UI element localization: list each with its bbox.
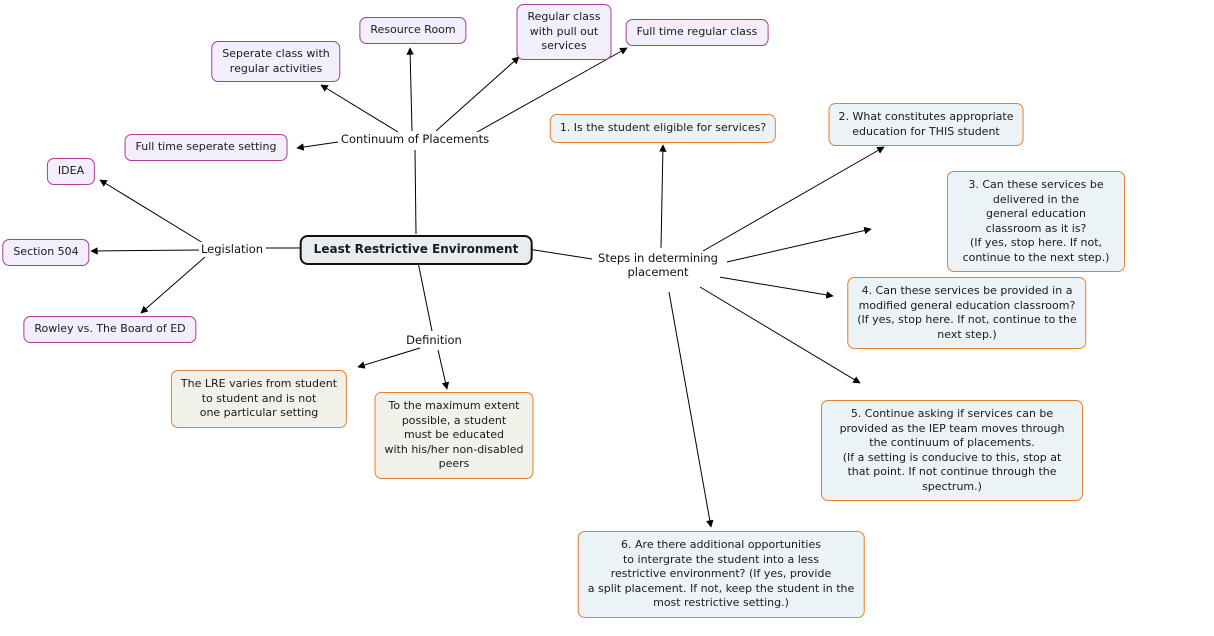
- arrow-definition-max-extent: [437, 349, 450, 390]
- node-lre-varies: The LRE varies from student to student a…: [170, 370, 348, 428]
- node-step-4: 4. Can these services be provided in a m…: [847, 277, 1087, 350]
- linking-phrase-steps-in-determining-placement: Steps in determining placement: [596, 251, 720, 280]
- link-central-continuum: [414, 149, 417, 235]
- arrow-continuum-seperate-class: [320, 84, 399, 133]
- arrow-continuum-fulltime-seperate: [296, 141, 339, 151]
- arrow-steps-step2: [702, 146, 885, 252]
- node-full-time-regular-class: Full time regular class: [625, 19, 769, 46]
- arrow-legislation-idea: [99, 179, 204, 244]
- node-section-504: Section 504: [2, 239, 90, 266]
- node-regular-class-with-pull-out-services: Regular class with pull out services: [516, 4, 612, 60]
- node-step-3: 3. Can these services be delivered in th…: [947, 171, 1125, 273]
- node-least-restrictive-environment: Least Restrictive Environment: [299, 235, 533, 265]
- arrow-steps-step3: [726, 226, 872, 263]
- linking-phrase-continuum-of-placements: Continuum of Placements: [338, 132, 492, 147]
- arrow-continuum-regular-pullout: [435, 56, 520, 132]
- linking-phrase-legislation: Legislation: [198, 242, 266, 257]
- arrow-steps-step4: [718, 276, 834, 299]
- node-step-5: 5. Continue asking if services can be pr…: [821, 400, 1083, 502]
- arrow-steps-step6: [668, 291, 714, 528]
- node-step-1: 1. Is the student eligible for services?: [549, 114, 777, 143]
- arrow-steps-step1: [659, 144, 667, 249]
- arrow-continuum-resource-room: [406, 47, 414, 132]
- node-step-6: 6. Are there additional opportunities to…: [577, 531, 865, 618]
- node-rowley-vs-board-of-ed: Rowley vs. The Board of ED: [23, 316, 197, 343]
- arrow-legislation-rowley: [140, 256, 206, 314]
- node-step-2: 2. What constitutes appropriate educatio…: [828, 103, 1024, 147]
- node-maximum-extent: To the maximum extent possible, a studen…: [374, 392, 534, 479]
- arrow-steps-step5: [699, 286, 861, 384]
- arrow-legislation-section504: [90, 247, 203, 255]
- node-full-time-seperate-setting: Full time seperate setting: [124, 134, 288, 161]
- linking-phrase-definition: Definition: [404, 333, 464, 348]
- link-central-steps: [527, 248, 593, 260]
- link-central-definition: [417, 261, 433, 332]
- node-idea: IDEA: [46, 158, 96, 185]
- node-resource-room: Resource Room: [359, 17, 467, 44]
- node-seperate-class-with-regular-activities: Seperate class with regular activities: [211, 41, 341, 83]
- arrow-definition-lre-varies: [357, 347, 421, 369]
